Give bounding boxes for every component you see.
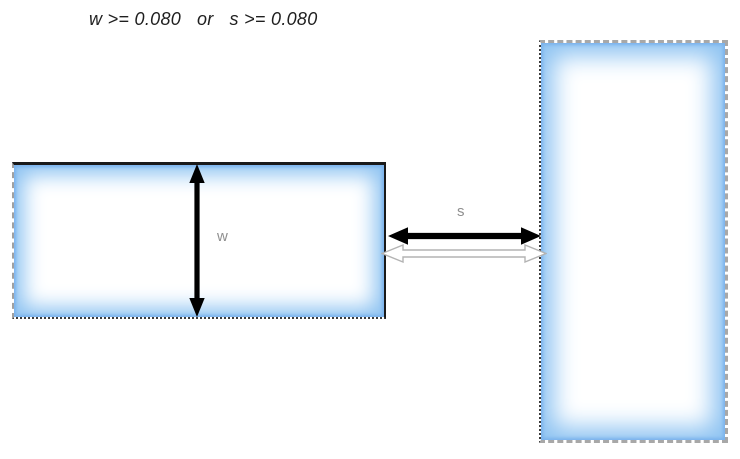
conductor-shape-vertical: [539, 40, 728, 443]
spacing-label: s: [457, 203, 465, 220]
spacing-outline-arrow: [381, 244, 547, 263]
width-dimension-arrow: [189, 164, 205, 317]
width-label: w: [217, 228, 229, 245]
spacing-dimension-arrow: [388, 227, 541, 245]
constraint-expression: w >= 0.080 or s >= 0.080: [89, 9, 318, 29]
